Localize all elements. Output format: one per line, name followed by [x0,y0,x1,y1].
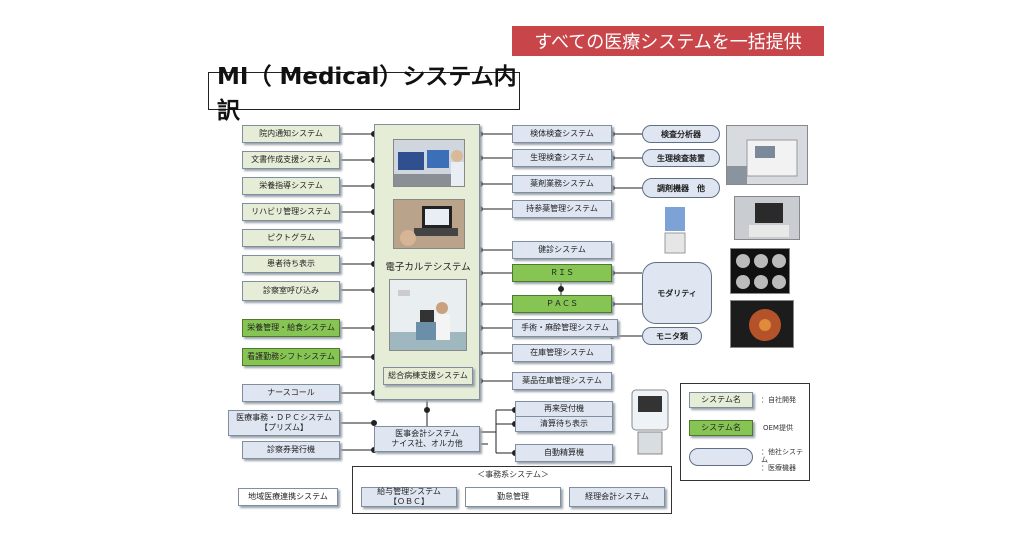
system-box-other: 検体検査システム [512,125,612,143]
system-box: 院内通知システム [242,125,340,143]
ris-box: ＲＩＳ [512,264,612,282]
device-oval: モニタ類 [642,327,702,345]
system-box-other: 薬剤業務システム [512,175,612,193]
system-box: 栄養指導システム [242,177,340,195]
legend-note: OEM提供 [763,424,793,432]
photo-dispenser [662,205,688,255]
legend-swatch-oem: システム名 [689,420,753,436]
system-box: リハビリ管理システム [242,203,340,221]
modality-oval: モダリティ [642,262,712,324]
accounting-box: 医事会計システム ナイス社、オルカ他 [374,426,480,452]
photo-analyzer [726,125,808,185]
photo-monitors [393,139,465,187]
system-box-other: 薬品在庫管理システム [512,372,612,390]
system-box-other: 自動精算機 [515,444,613,462]
device-oval: 生理検査装置 [642,149,720,167]
ward-support-box: 総合病棟支援システム [383,367,473,385]
emr-block: 電子カルテシステム 総合病棟支援システム [374,124,480,400]
legend-note: ：自社開発 [761,396,796,404]
system-box: 勤怠管理 [465,487,561,507]
banner: すべての医療システムを一括提供 [512,26,824,56]
system-box-other: 経理会計システム [569,487,665,507]
photo-ultrasound [734,196,800,240]
photo-monitor-image [730,300,794,348]
regional-box: 地域医療連携システム [238,488,338,506]
system-box: 文書作成支援システム [242,151,340,169]
pacs-box: ＰＡＣＳ [512,295,612,313]
system-box-other: 在庫管理システム [512,344,612,362]
system-box-other: 生理検査システム [512,149,612,167]
photo-ct-scans [730,248,790,294]
device-oval: 調剤機器 他 [642,178,720,198]
system-box-other: 持参薬管理システム [512,200,612,218]
system-box-other: 医療事務・ＤＰＣシステム 【プリズム】 [228,410,340,436]
system-box-other: ナースコール [242,384,340,402]
legend-swatch-own: システム名 [689,392,753,408]
system-box: ピクトグラム [242,229,340,247]
system-box-other: 再来受付機 [515,401,613,417]
system-box-other: 健診システム [512,241,612,259]
system-box-other: 診察券発行機 [242,441,340,459]
system-box-oem: 栄養管理・給食システム [242,319,340,337]
emr-label: 電子カルテシステム [385,262,471,273]
system-box: 診察室呼び込み [242,281,340,301]
photo-nurse [389,279,467,351]
photo-kiosk [628,388,672,456]
device-oval: 検査分析器 [642,125,720,143]
office-title: ＜事務系システム＞ [477,470,549,479]
legend: システム名 ：自社開発 システム名 OEM提供 ：他社システム ：医療機器 [680,383,810,481]
photo-laptop [393,199,465,249]
system-box: 患者待ち表示 [242,255,340,273]
system-box-oem: 看護勤務シフトシステム [242,348,340,366]
office-systems-group: ＜事務系システム＞ 給与管理システム 【ＯＢＣ】 勤怠管理 経理会計システム [352,466,672,514]
system-box-other: 清算待ち表示 [515,416,613,432]
legend-swatch-other [689,448,753,466]
legend-note: ：他社システム ：医療機器 [761,448,803,472]
system-box-other: 給与管理システム 【ＯＢＣ】 [361,487,457,507]
system-box-other: 手術・麻酔管理システム [512,319,618,337]
